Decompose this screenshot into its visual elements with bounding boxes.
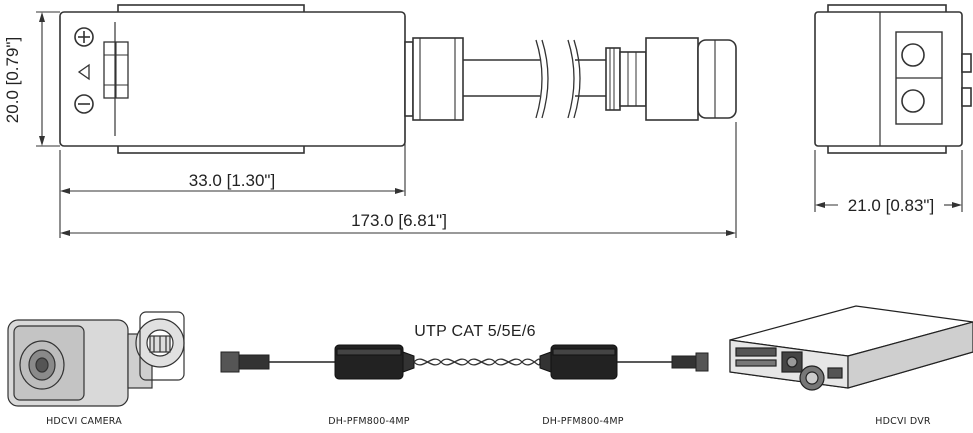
camera-icon: [7, 311, 185, 407]
left-pigtail-connector: [220, 351, 335, 373]
height-dimension: [36, 11, 60, 147]
balun-top-view: [59, 4, 737, 154]
right-pigtail-connector: [617, 352, 709, 372]
dvr-icon: [729, 305, 973, 391]
balun-left-caption: DH-PFM800-4MP: [328, 416, 409, 427]
total-length-dimension: [60, 122, 737, 238]
balun-right-caption: DH-PFM800-4MP: [542, 416, 623, 427]
camera-caption: HDCVI CAMERA: [46, 416, 122, 427]
right-balun-icon: [539, 344, 618, 380]
total-length-label: 173.0 [6.81"]: [351, 211, 447, 230]
height-label: 20.0 [0.79"]: [3, 37, 22, 123]
twisted-pair-cable: [413, 358, 541, 366]
depth-dimension: [814, 150, 963, 212]
balun-side-view: [814, 4, 972, 154]
body-length-dimension: [59, 120, 406, 238]
depth-label: 21.0 [0.83"]: [848, 196, 934, 215]
dvr-caption: HDCVI DVR: [875, 416, 931, 427]
cable-label: UTP CAT 5/5E/6: [414, 323, 536, 340]
left-balun-icon: [334, 344, 415, 380]
body-length-label: 33.0 [1.30"]: [189, 171, 275, 190]
